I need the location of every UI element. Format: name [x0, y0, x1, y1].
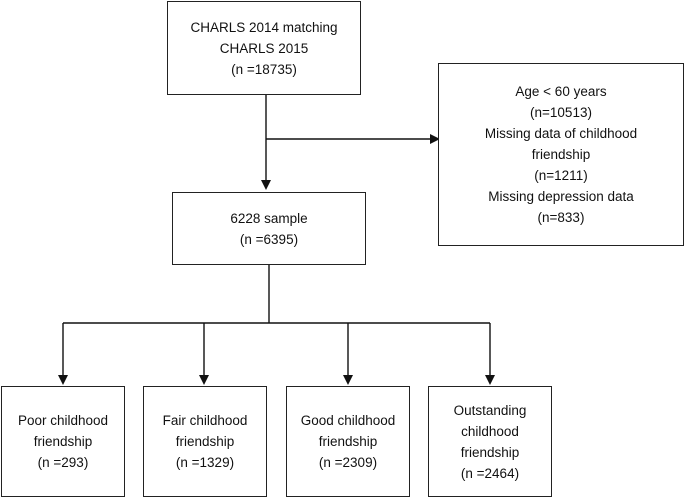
group-line: Poor childhood [17, 413, 109, 428]
group-line: friendship [175, 434, 235, 449]
group-box-good: Good childhood friendship (n =2309) [286, 386, 410, 497]
group-line: (n =2309) [318, 455, 378, 470]
group-line: friendship [33, 434, 93, 449]
sample-box: 6228 sample (n =6395) [172, 192, 366, 265]
source-line: CHARLS 2015 [219, 40, 309, 56]
group-line: childhood [461, 423, 519, 439]
group-box-poor: Poor childhood friendship (n =293) [1, 386, 125, 497]
exclusion-line: (n=1211) [534, 168, 588, 183]
group-line: (n =293) [37, 455, 89, 470]
exclusion-line: (n=833) [537, 210, 585, 225]
exclusion-line: friendship [531, 147, 591, 162]
group-box-outstanding: Outstanding childhood friendship (n =246… [428, 386, 552, 497]
exclusion-line: (n=10513) [530, 105, 592, 120]
source-line: (n =18735) [231, 61, 297, 77]
exclusion-line: Age < 60 years [515, 84, 607, 99]
sample-line: 6228 sample [230, 210, 308, 226]
group-line: Fair childhood [162, 413, 248, 428]
source-box: CHARLS 2014 matching CHARLS 2015 (n =187… [167, 1, 361, 95]
exclusion-line: Missing depression data [488, 189, 634, 204]
group-box-fair: Fair childhood friendship (n =1329) [143, 386, 267, 497]
group-line: (n =1329) [175, 455, 235, 470]
group-line: Outstanding [453, 402, 527, 418]
sample-line: (n =6395) [239, 231, 299, 247]
group-line: (n =2464) [460, 465, 520, 481]
exclusion-box: Age < 60 years (n=10513) Missing data of… [438, 63, 684, 246]
source-line: CHARLS 2014 matching [190, 19, 338, 35]
group-line: friendship [460, 444, 520, 460]
group-line: Good childhood [300, 413, 396, 428]
exclusion-line: Missing data of childhood [484, 126, 638, 141]
group-line: friendship [318, 434, 378, 449]
